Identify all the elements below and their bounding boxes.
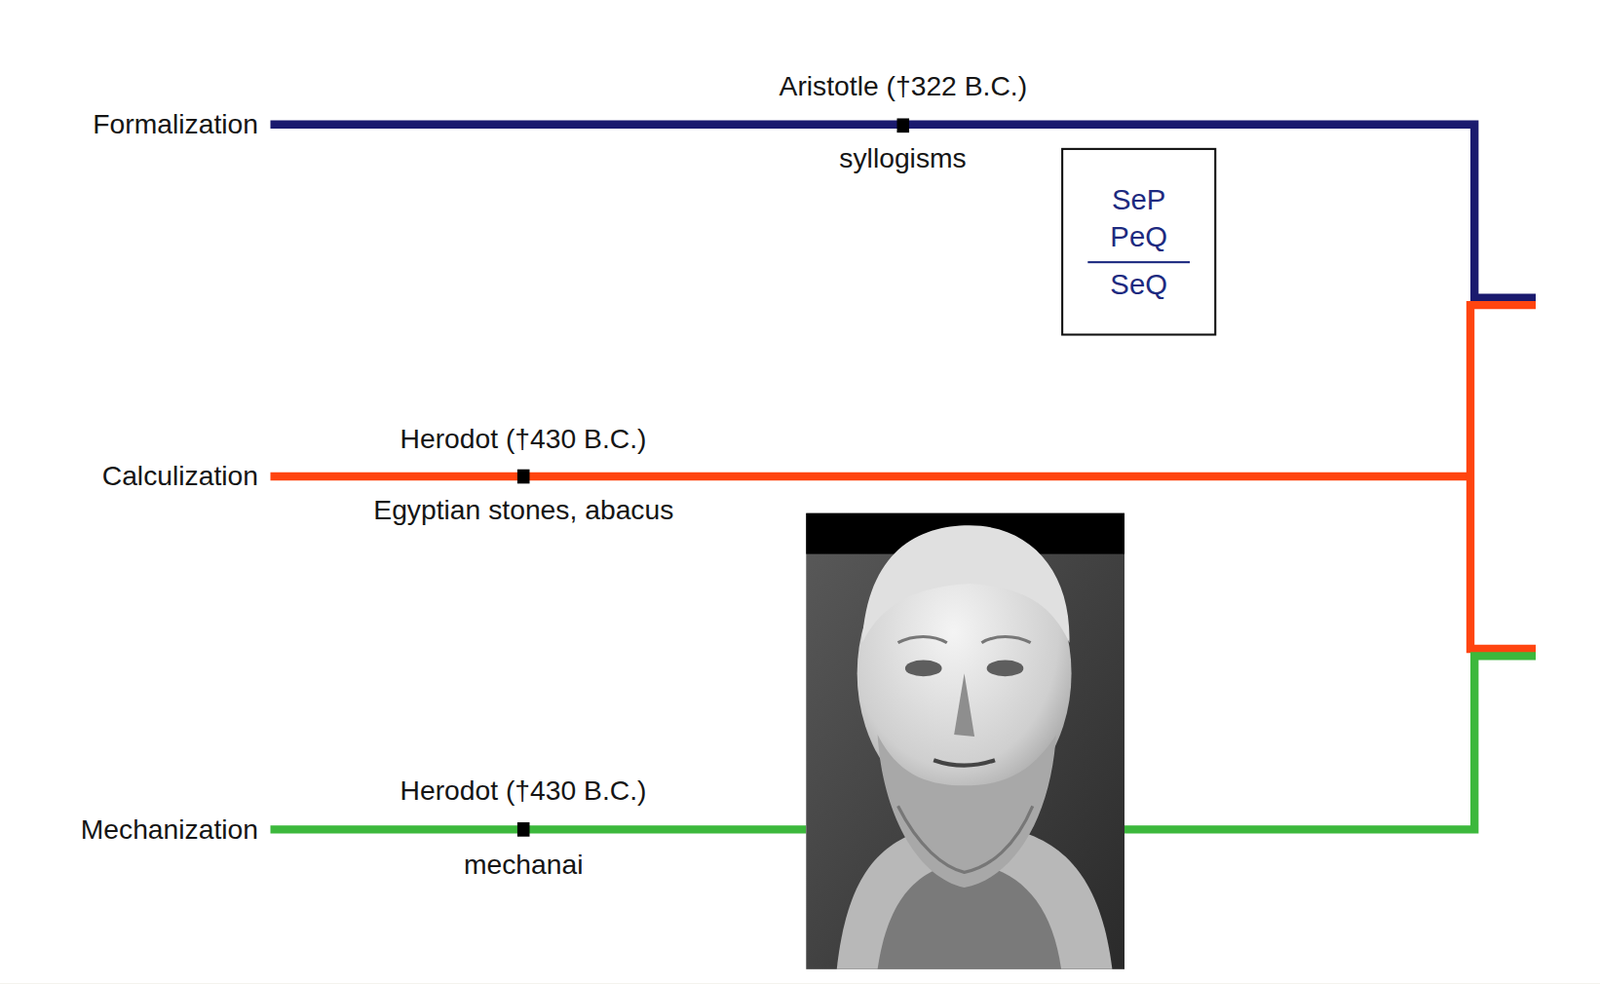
note-label: syllogisms — [838, 142, 966, 175]
bust-picture — [805, 513, 1125, 970]
axis-label: Calculization — [102, 460, 259, 494]
formalization-line — [270, 124, 1537, 299]
mechanization-line — [1124, 655, 1536, 830]
timeline-marker — [517, 822, 531, 838]
syllogism-box: SePPeQ SeQ — [1061, 148, 1217, 337]
calculization-line — [1470, 304, 1536, 649]
axis-label: Formalization — [92, 109, 259, 142]
axis-label: Mechanization — [80, 813, 259, 846]
person-label: Aristotle (†322 B.C.) — [779, 71, 1029, 104]
person-label: Herodot (†430 B.C.) — [400, 422, 648, 456]
formula-text: SeQ — [1087, 261, 1190, 305]
mechanization-line — [270, 825, 807, 834]
note-label: mechanai — [463, 849, 584, 882]
formula-text: SeP — [1105, 180, 1173, 219]
person-label: Herodot (†430 B.C.) — [400, 774, 648, 807]
calculization-line — [270, 472, 1472, 481]
note-label: Egyptian stones, abacus — [373, 494, 674, 527]
formula-text: PeQ — [1104, 218, 1174, 257]
timeline-marker — [517, 469, 531, 485]
timeline-marker — [896, 117, 910, 133]
